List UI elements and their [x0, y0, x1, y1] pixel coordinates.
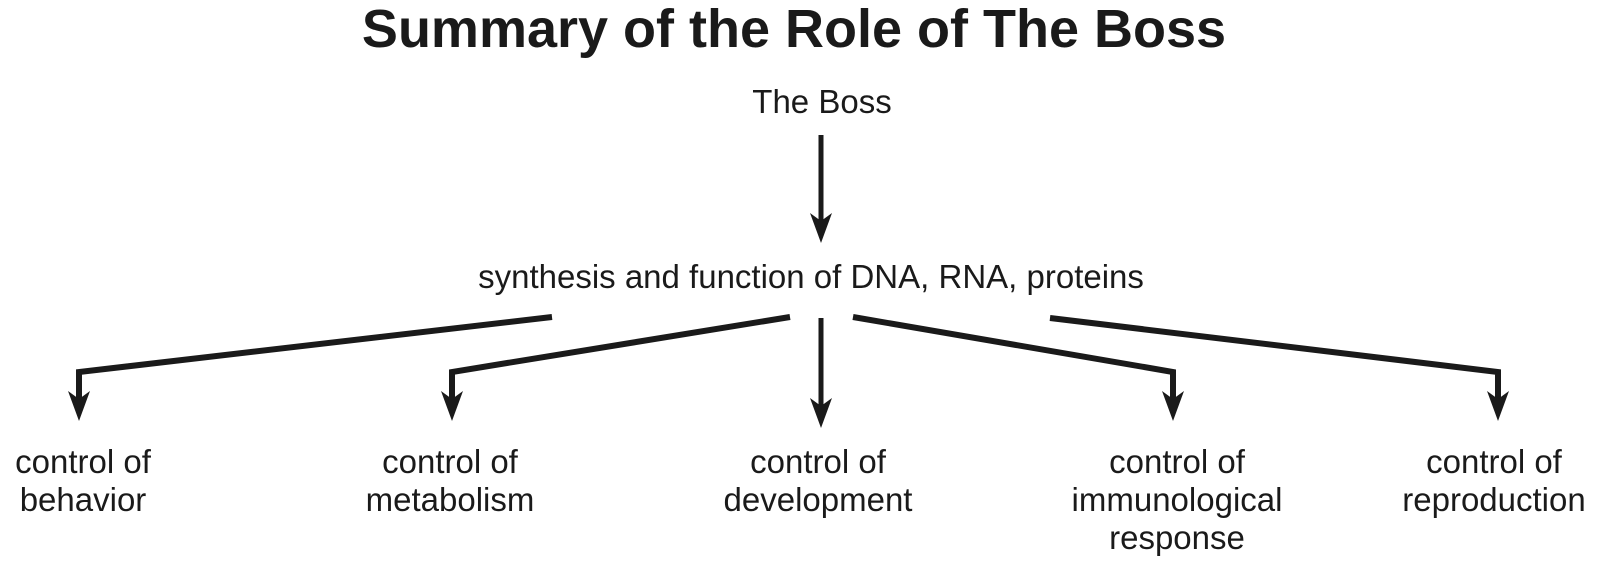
diagram-title: Summary of the Role of The Boss	[361, 0, 1227, 59]
node-synthesis-function: synthesis and function of DNA, RNA, prot…	[478, 258, 1144, 295]
arrow-to-immunological-response-icon	[852, 314, 1184, 421]
arrow-to-metabolism-icon	[441, 314, 791, 421]
arrow-boss-to-synthesis-icon	[810, 135, 832, 243]
node-control-of-immunological-response: control of immunological response	[1071, 443, 1283, 556]
node-control-of-reproduction: control of reproduction	[1402, 443, 1586, 518]
arrow-to-development-icon	[810, 318, 832, 428]
arrow-to-reproduction-icon	[1049, 315, 1509, 421]
node-control-of-behavior: control of behavior	[15, 443, 151, 518]
node-control-of-metabolism: control of metabolism	[365, 443, 535, 518]
node-the-boss: The Boss	[752, 83, 892, 120]
node-control-of-development: control of development	[723, 443, 913, 518]
arrow-to-behavior-icon	[68, 314, 553, 421]
